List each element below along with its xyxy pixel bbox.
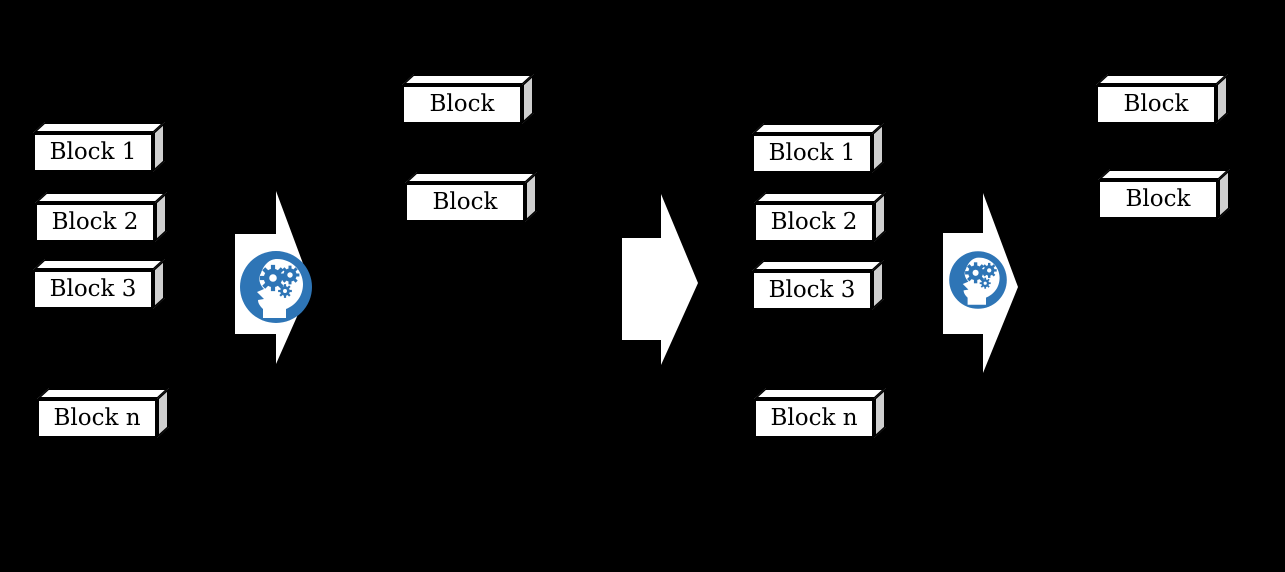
chain2-block-n: Block n bbox=[754, 388, 887, 438]
block-label: Block 1 bbox=[49, 139, 137, 165]
summary1-block-2: Block bbox=[405, 172, 538, 222]
brain-gears-icon-2 bbox=[949, 251, 1007, 309]
block-label: Block bbox=[1125, 186, 1191, 212]
block-side-face bbox=[872, 123, 884, 173]
brain-gears-icon-1 bbox=[240, 251, 312, 323]
block-front-face: Block 3 bbox=[752, 271, 872, 310]
block-top-face bbox=[754, 388, 887, 399]
chain2-block-3: Block 3 bbox=[752, 260, 885, 310]
block-label: Block 2 bbox=[770, 209, 858, 235]
block-front-face: Block 1 bbox=[752, 134, 872, 173]
block-top-face bbox=[35, 192, 168, 203]
block-front-face: Block n bbox=[754, 399, 874, 438]
block-top-face bbox=[752, 260, 885, 271]
block-side-face bbox=[525, 172, 537, 222]
block-front-face: Block 2 bbox=[754, 203, 874, 242]
block-front-face: Block 1 bbox=[33, 133, 153, 172]
chain2-block-1: Block 1 bbox=[752, 123, 885, 173]
block-label: Block bbox=[432, 189, 498, 215]
block-label: Block bbox=[429, 91, 495, 117]
block-front-face: Block bbox=[405, 183, 525, 222]
block-top-face bbox=[754, 192, 887, 203]
block-label: Block n bbox=[770, 405, 858, 431]
block-label: Block bbox=[1123, 91, 1189, 117]
block-side-face bbox=[522, 74, 534, 124]
block-side-face bbox=[153, 259, 165, 309]
block-side-face bbox=[1216, 74, 1228, 124]
block-side-face bbox=[874, 192, 886, 242]
block-front-face: Block bbox=[1096, 85, 1216, 124]
block-side-face bbox=[872, 260, 884, 310]
block-top-face bbox=[405, 172, 538, 183]
chain1-block-1: Block 1 bbox=[33, 122, 166, 172]
block-top-face bbox=[752, 123, 885, 134]
block-label: Block 3 bbox=[49, 276, 137, 302]
transfer-arrow bbox=[622, 194, 698, 365]
block-top-face bbox=[1098, 169, 1231, 180]
chain1-block-2: Block 2 bbox=[35, 192, 168, 242]
block-label: Block 3 bbox=[768, 277, 856, 303]
block-side-face bbox=[157, 388, 169, 438]
block-label: Block 2 bbox=[51, 209, 139, 235]
block-front-face: Block 2 bbox=[35, 203, 155, 242]
block-top-face bbox=[33, 259, 166, 270]
block-front-face: Block 3 bbox=[33, 270, 153, 309]
block-side-face bbox=[155, 192, 167, 242]
summary1-block-1: Block bbox=[402, 74, 535, 124]
block-label: Block 1 bbox=[768, 140, 856, 166]
block-front-face: Block n bbox=[37, 399, 157, 438]
block-top-face bbox=[33, 122, 166, 133]
block-top-face bbox=[1096, 74, 1229, 85]
chain1-block-n: Block n bbox=[37, 388, 170, 438]
block-side-face bbox=[874, 388, 886, 438]
block-label: Block n bbox=[53, 405, 141, 431]
block-top-face bbox=[402, 74, 535, 85]
summary2-block-1: Block bbox=[1096, 74, 1229, 124]
summary2-block-2: Block bbox=[1098, 169, 1231, 219]
block-side-face bbox=[153, 122, 165, 172]
block-top-face bbox=[37, 388, 170, 399]
chain2-block-2: Block 2 bbox=[754, 192, 887, 242]
block-front-face: Block bbox=[1098, 180, 1218, 219]
block-side-face bbox=[1218, 169, 1230, 219]
block-front-face: Block bbox=[402, 85, 522, 124]
chain1-block-3: Block 3 bbox=[33, 259, 166, 309]
